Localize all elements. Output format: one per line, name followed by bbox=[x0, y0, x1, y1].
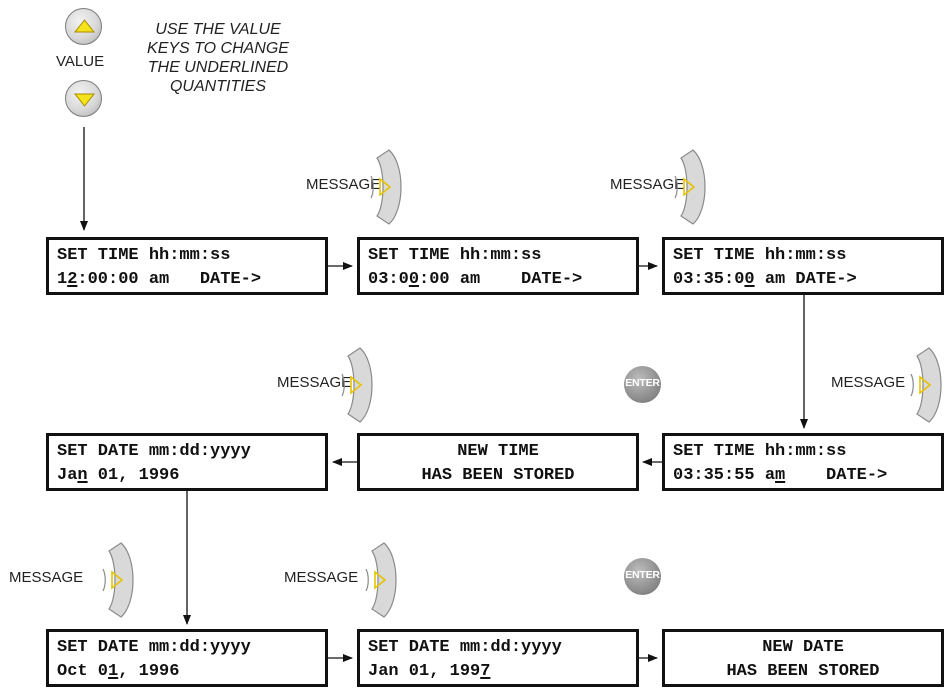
message-label: MESSAGE bbox=[831, 374, 906, 391]
instruction-line: USE THE VALUE bbox=[155, 21, 281, 38]
instruction-line: THE UNDERLINED bbox=[147, 59, 289, 76]
message-key-icon[interactable] bbox=[669, 148, 709, 226]
display-set-date-month: SET DATE mm:dd:yyyy Jan 01, 1996 bbox=[46, 433, 328, 491]
value-up-key[interactable] bbox=[65, 8, 102, 45]
display-line-2: 03:35:00 am DATE-> bbox=[673, 270, 857, 289]
display-set-time-hour: SET TIME hh:mm:ss 12:00:00 am DATE-> bbox=[46, 237, 328, 295]
underlined-value: 2 bbox=[67, 270, 78, 289]
message-key-icon[interactable] bbox=[360, 541, 400, 619]
underlined-value: n bbox=[77, 466, 88, 485]
display-line-2: 03:00:00 am DATE-> bbox=[368, 270, 583, 289]
underlined-value: 0 bbox=[408, 270, 420, 289]
display-set-time-minute: SET TIME hh:mm:ss 03:00:00 am DATE-> bbox=[357, 237, 639, 295]
display-line-2: Jan 01, 1996 bbox=[57, 466, 180, 485]
underlined-value: 7 bbox=[480, 662, 491, 681]
message-key-icon[interactable] bbox=[97, 541, 137, 619]
value-down-key[interactable] bbox=[65, 80, 102, 117]
display-new-time-stored: NEW TIME HAS BEEN STORED bbox=[357, 433, 639, 491]
display-line-1: NEW DATE bbox=[762, 638, 844, 657]
triangle-up-icon bbox=[73, 19, 96, 33]
message-key-icon[interactable] bbox=[905, 346, 945, 424]
display-line-2: HAS BEEN STORED bbox=[726, 662, 880, 681]
message-label: MESSAGE bbox=[9, 569, 84, 586]
display-set-date-year: SET DATE mm:dd:yyyy Jan 01, 1997 bbox=[357, 629, 639, 687]
triangle-down-icon bbox=[73, 93, 96, 107]
underlined-value: 1 bbox=[108, 662, 119, 681]
display-new-date-stored: NEW DATE HAS BEEN STORED bbox=[662, 629, 944, 687]
display-line-2: HAS BEEN STORED bbox=[421, 466, 575, 485]
message-label: MESSAGE bbox=[284, 569, 359, 586]
display-set-date-day: SET DATE mm:dd:yyyy Oct 01, 1996 bbox=[46, 629, 328, 687]
display-line-1: SET TIME hh:mm:ss bbox=[673, 442, 847, 461]
underlined-value: m bbox=[775, 466, 786, 485]
display-line-2: Jan 01, 1997 bbox=[368, 662, 491, 681]
value-label: VALUE bbox=[56, 53, 105, 70]
display-line-1: SET TIME hh:mm:ss bbox=[368, 246, 542, 265]
message-label: MESSAGE bbox=[306, 176, 381, 193]
enter-key-label: ENTER bbox=[625, 569, 660, 581]
instruction-line: QUANTITIES bbox=[169, 78, 266, 95]
display-set-time-second: SET TIME hh:mm:ss 03:35:00 am DATE-> bbox=[662, 237, 944, 295]
display-line-1: SET TIME hh:mm:ss bbox=[57, 246, 231, 265]
instruction-line: KEYS TO CHANGE bbox=[147, 40, 289, 57]
enter-key[interactable]: ENTER bbox=[624, 366, 661, 403]
enter-key[interactable]: ENTER bbox=[624, 558, 661, 595]
message-key-icon[interactable] bbox=[365, 148, 405, 226]
display-line-1: SET TIME hh:mm:ss bbox=[673, 246, 847, 265]
message-key-icon[interactable] bbox=[336, 346, 376, 424]
display-line-1: SET DATE mm:dd:yyyy bbox=[57, 638, 251, 657]
instruction-text: USE THE VALUE KEYS TO CHANGE THE UNDERLI… bbox=[112, 20, 324, 96]
display-line-1: NEW TIME bbox=[457, 442, 539, 461]
underlined-value: 0 bbox=[744, 270, 755, 289]
enter-key-label: ENTER bbox=[625, 377, 660, 389]
message-label: MESSAGE bbox=[277, 374, 352, 391]
display-line-1: SET DATE mm:dd:yyyy bbox=[368, 638, 562, 657]
display-set-time-ampm: SET TIME hh:mm:ss 03:35:55 am DATE-> bbox=[662, 433, 944, 491]
display-line-2: 03:35:55 am DATE-> bbox=[673, 466, 888, 485]
display-line-2: Oct 01, 1996 bbox=[57, 662, 180, 681]
display-line-2: 12:00:00 am DATE-> bbox=[57, 270, 262, 289]
message-label: MESSAGE bbox=[610, 176, 685, 193]
display-line-1: SET DATE mm:dd:yyyy bbox=[57, 442, 251, 461]
